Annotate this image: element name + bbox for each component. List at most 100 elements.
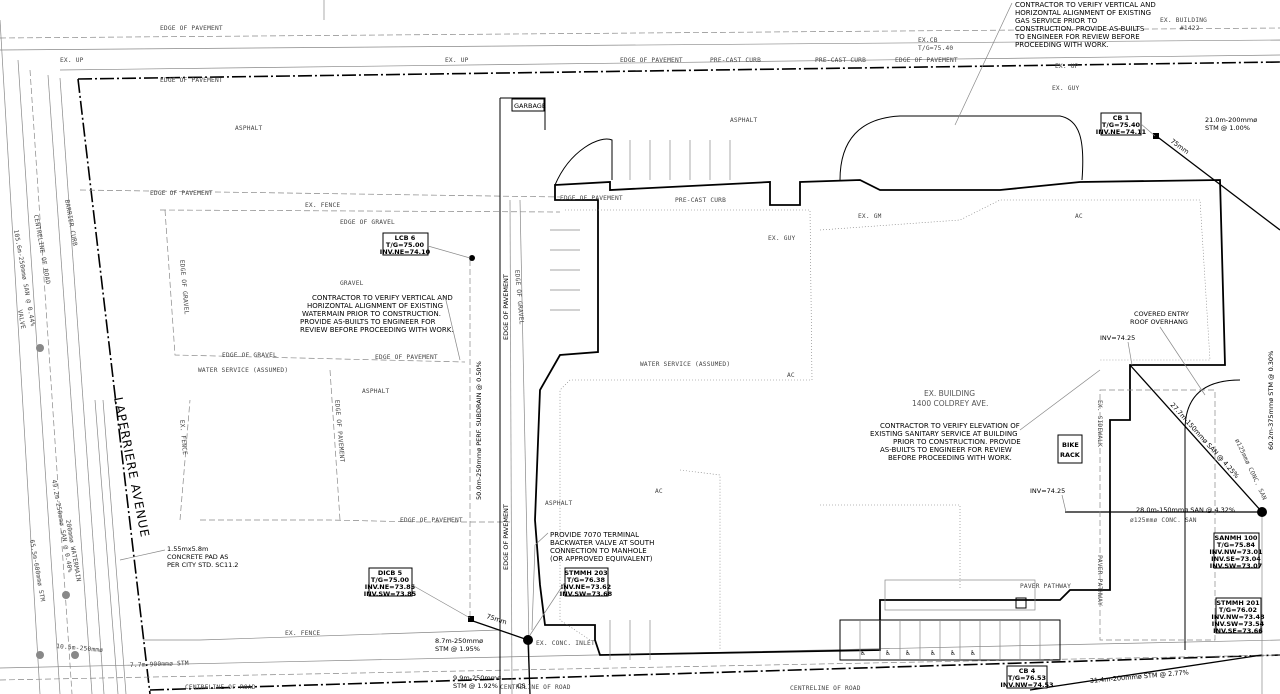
barrier-curb-label: BARRIER CURB <box>63 199 78 247</box>
svg-text:INV.NE=74.11: INV.NE=74.11 <box>1096 128 1147 136</box>
covered-entry-label-2: ROOF OVERHANG <box>1130 318 1188 326</box>
svg-text:T/G=75.00: T/G=75.00 <box>386 241 425 249</box>
svg-text:T/G=75.84: T/G=75.84 <box>1217 541 1256 549</box>
edge-of-pavement-vertical-1: EDGE OF PAVEMENT <box>502 274 510 340</box>
svg-text:INV.NE=73.62: INV.NE=73.62 <box>561 583 611 591</box>
svg-text:BACKWATER VALVE AT SOUTH: BACKWATER VALVE AT SOUTH <box>550 539 654 547</box>
pipe-27-label: 27.7m-150mmø SAN @ 4.25% <box>1169 401 1241 480</box>
edge-of-gravel-vertical: EDGE OF GRAVEL <box>178 260 190 315</box>
accessible-parking-icons: ♿ ♿ ♿ ♿ ♿ ♿ <box>860 649 976 657</box>
pipes <box>469 134 1280 694</box>
svg-text:HORIZONTAL ALIGNMENT OF EXISTI: HORIZONTAL ALIGNMENT OF EXISTING <box>307 302 443 310</box>
accessible-icon: ♿ <box>860 649 866 657</box>
pipe-75-label: 75mm <box>485 612 507 626</box>
edge-of-pavement-label: EDGE OF PAVEMENT <box>160 25 223 32</box>
pre-cast-curb-label: PRE-CAST CURB <box>710 57 761 64</box>
building-address: 1400 COLDREY AVE. <box>912 399 988 408</box>
svg-text:INV.SE=73.66: INV.SE=73.66 <box>1213 627 1263 635</box>
svg-text:AS-BUILTS TO ENGINEER FOR REVI: AS-BUILTS TO ENGINEER FOR REVIEW <box>880 446 1012 454</box>
centreline-road-vertical: CENTRELINE OF ROAD <box>32 214 51 285</box>
bike-rack-label-1: BIKE <box>1062 441 1079 449</box>
edge-of-pavement-vertical-2: EDGE OF PAVEMENT <box>502 504 510 570</box>
asphalt-label-2: ASPHALT <box>730 117 758 124</box>
svg-text:CONTRACTOR TO VERIFY ELEVATION: CONTRACTOR TO VERIFY ELEVATION OF <box>880 422 1020 430</box>
ex-guy-label: EX. GUY <box>768 235 796 242</box>
ex-building-top-number: #1422 <box>1180 25 1200 32</box>
callout-sanmh100: SANMH 100 T/G=75.84 INV.NW=73.01 INV.SE=… <box>1209 532 1263 570</box>
ex-gm-label: EX. GM <box>858 213 882 220</box>
gravel-label: GRAVEL <box>340 280 364 287</box>
ex-fence-label: EX. FENCE <box>305 202 340 209</box>
ex-fence-label-2: EX. FENCE <box>285 630 320 637</box>
sanitary-note: CONTRACTOR TO VERIFY ELEVATION OF EXISTI… <box>870 369 1101 462</box>
pipe-314-label: 31.4m-200mmø STM @ 2.77% <box>1089 668 1189 685</box>
ex-up-label-2: EX. UP <box>445 57 469 64</box>
structures <box>36 133 1267 659</box>
accessible-icon: ♿ <box>885 649 891 657</box>
conc-san-diagonal: ø125mmø CONC. SAN <box>1233 438 1268 502</box>
edge-of-pavement-label-8: EDGE OF PAVEMENT <box>400 517 463 524</box>
ex-up-label-3: EX. UP <box>1055 63 1079 70</box>
svg-text:T/G=76.02: T/G=76.02 <box>1219 606 1257 614</box>
ex-cb-tg-label: T/G=75.40 <box>918 45 953 52</box>
callout-stmmh201: STMMH 201 T/G=76.02 INV.NW=73.48 INV.SW=… <box>1211 597 1265 635</box>
svg-text:WATERMAIN PRIOR TO CONSTRUCTIO: WATERMAIN PRIOR TO CONSTRUCTION. <box>302 310 441 318</box>
ex-fence-vertical: EX. FENCE <box>178 420 188 456</box>
svg-text:EXISTING SANITARY SERVICE AT B: EXISTING SANITARY SERVICE AT BUILDING <box>870 430 1018 438</box>
cs-label: CS <box>517 682 526 690</box>
svg-text:CB 1: CB 1 <box>1113 114 1130 122</box>
svg-text:PRIOR TO CONSTRUCTION. PROVIDE: PRIOR TO CONSTRUCTION. PROVIDE <box>893 438 1021 446</box>
svg-text:CONSTRUCTION. PROVIDE AS-BUILT: CONSTRUCTION. PROVIDE AS-BUILTS <box>1015 25 1145 33</box>
ac-label-3: AC <box>787 372 795 379</box>
inv-mid-label: INV=74.25 <box>1030 487 1065 495</box>
existing-building <box>534 115 1241 656</box>
pipe-99-slope-label: STM @ 1.92% <box>453 682 498 690</box>
svg-text:T/G=76.38: T/G=76.38 <box>567 576 606 584</box>
svg-text:STMMH 203: STMMH 203 <box>564 569 607 577</box>
concrete-pad-line-3: PER CITY STD. SC11.2 <box>167 561 238 569</box>
pipe-21-label: 21.0m-200mmø <box>1205 116 1257 124</box>
water-service-label-2: WATER SERVICE (ASSUMED) <box>640 361 730 368</box>
ex-conc-inlet-label: EX. CONC. INLET <box>536 640 595 647</box>
conc-san-label: ø125mmø CONC. SAN <box>1130 517 1197 524</box>
svg-text:CONTRACTOR TO VERIFY VERTICAL: CONTRACTOR TO VERIFY VERTICAL AND <box>312 294 453 302</box>
svg-text:REVIEW BEFORE PROCEEDING WITH: REVIEW BEFORE PROCEEDING WITH WORK. <box>300 326 454 334</box>
asphalt-label-3: ASPHALT <box>362 388 390 395</box>
garbage-label: GARBAGE <box>514 102 546 110</box>
svg-text:SANMH 100: SANMH 100 <box>1215 534 1258 542</box>
svg-text:PROVIDE 7070 TERMINAL: PROVIDE 7070 TERMINAL <box>550 531 639 539</box>
svg-text:STMMH 201: STMMH 201 <box>1216 599 1260 607</box>
property-boundary <box>77 61 1280 694</box>
pre-cast-curb-label-3: PRE-CAST CURB <box>675 197 726 204</box>
building-name: EX. BUILDING <box>924 389 975 398</box>
covered-entry-label-1: COVERED ENTRY <box>1134 310 1189 318</box>
pre-cast-curb-label-2: PRE-CAST CURB <box>815 57 866 64</box>
inv-top-label: INV=74.25 <box>1100 334 1135 342</box>
svg-text:INV.NW=73.01: INV.NW=73.01 <box>1209 548 1263 556</box>
watermain-note: CONTRACTOR TO VERIFY VERTICAL AND HORIZO… <box>300 294 461 361</box>
svg-text:(OR APPROVED EQUIVALENT): (OR APPROVED EQUIVALENT) <box>550 555 653 563</box>
concrete-pad-line-2: CONCRETE PAD AS <box>167 553 228 561</box>
svg-text:HORIZONTAL ALIGNMENT OF EXISTI: HORIZONTAL ALIGNMENT OF EXISTING <box>1015 9 1151 17</box>
svg-text:INV.NE=73.85: INV.NE=73.85 <box>365 583 416 591</box>
pipe-87-slope-label: STM @ 1.95% <box>435 645 480 653</box>
edge-of-gravel-label-2: EDGE OF GRAVEL <box>222 352 277 359</box>
ex-building-top-label: EX. BUILDING <box>1160 17 1207 24</box>
centreline-label-3: CENTRELINE OF ROAD <box>790 685 861 692</box>
svg-text:DICB 5: DICB 5 <box>378 569 403 577</box>
ex-cb-label: EX.CB <box>918 37 938 44</box>
centreline-label-1: CENTRELINE OF ROAD <box>500 684 571 691</box>
paver-pathway-vertical: PAVER PATHWAY <box>1096 555 1103 606</box>
svg-text:T/G=76.53: T/G=76.53 <box>1008 674 1046 682</box>
water-service-label-1: WATER SERVICE (ASSUMED) <box>198 367 288 374</box>
edge-of-gravel-vertical-2: EDGE OF GRAVEL <box>513 270 525 325</box>
edge-of-gravel-label: EDGE OF GRAVEL <box>340 219 395 226</box>
edge-of-pavement-label-3: EDGE OF PAVEMENT <box>895 57 958 64</box>
road-pipe-6-label: 7.7m-900mmø STM <box>130 660 189 669</box>
edge-of-pavement-label-2: EDGE OF PAVEMENT <box>620 57 683 64</box>
ac-label-2: AC <box>1075 213 1083 220</box>
backwater-note: PROVIDE 7070 TERMINAL BACKWATER VALVE AT… <box>531 531 654 631</box>
pipe-87-label: 8.7m-250mmø <box>435 637 483 645</box>
svg-text:INV.NW=73.48: INV.NW=73.48 <box>1211 613 1265 621</box>
